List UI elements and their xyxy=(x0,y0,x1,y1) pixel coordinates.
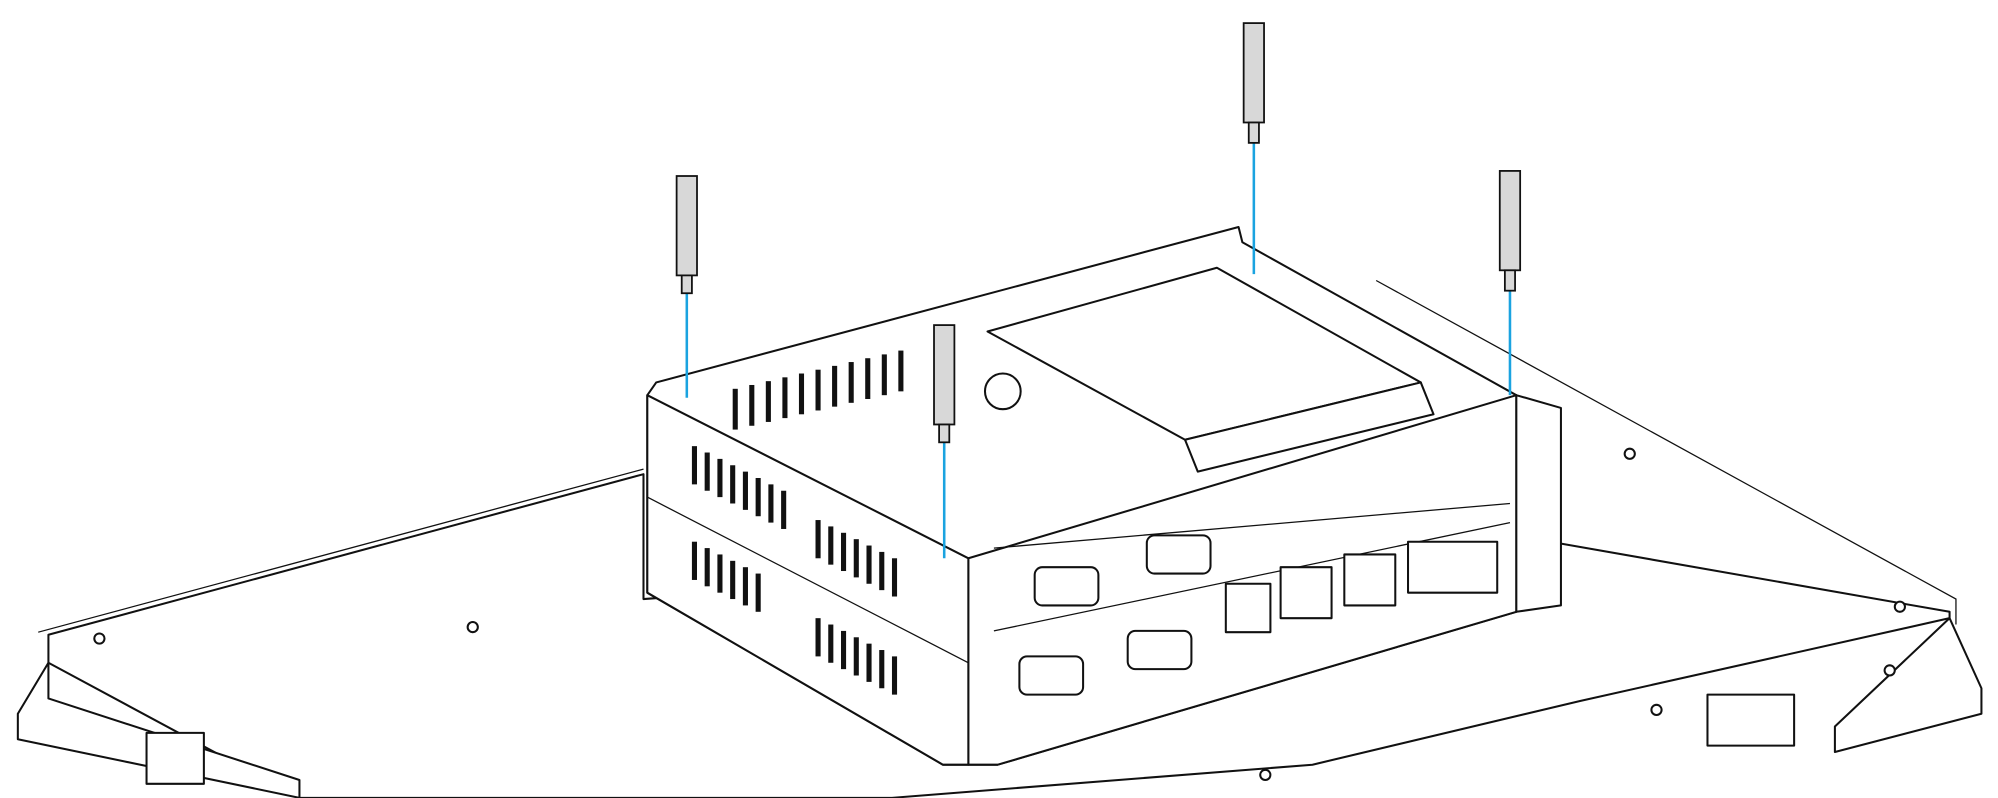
standoff-screw-icon xyxy=(933,324,956,444)
vga-port-icon xyxy=(1033,566,1100,607)
ethernet-port-icon xyxy=(1279,566,1333,620)
standoff-screw-icon xyxy=(675,175,698,295)
ethernet-port-icon xyxy=(1343,553,1397,607)
vga-port-icon xyxy=(1145,534,1212,575)
box-pc-unit xyxy=(646,225,1562,766)
standoff-screw-icon xyxy=(1498,170,1522,292)
side-vents xyxy=(691,350,904,695)
standoff-screws xyxy=(675,22,1522,444)
serial-port-icon xyxy=(1018,655,1085,696)
serial-port-icon xyxy=(1126,629,1193,671)
standoff-screw-icon xyxy=(1242,22,1265,144)
usb-port-icon xyxy=(1224,582,1272,634)
io-ports xyxy=(1018,534,1499,696)
guide-lines xyxy=(685,142,1512,559)
power-connector-icon xyxy=(1407,540,1499,594)
